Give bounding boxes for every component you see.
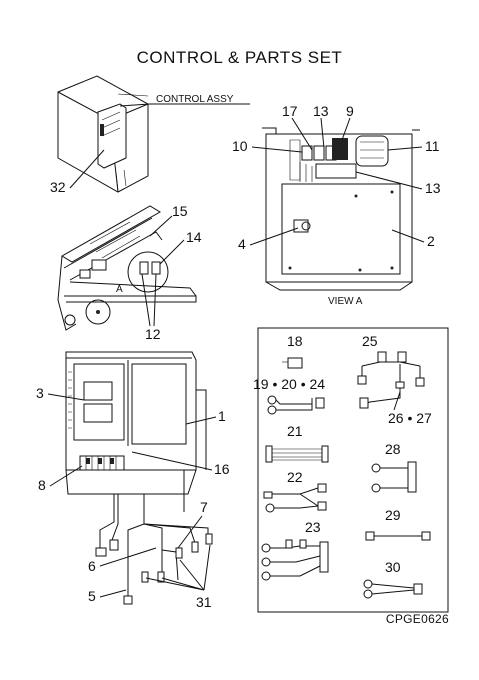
callout-29: 29 — [385, 507, 401, 523]
tilted-control-box — [57, 205, 197, 331]
callout-14: 14 — [186, 229, 202, 245]
callout-21: 21 — [287, 423, 303, 439]
view-a-label: VIEW A — [328, 296, 363, 307]
main-control-box — [65, 351, 213, 605]
callout-6: 6 — [88, 558, 96, 574]
callout-30: 30 — [385, 559, 401, 575]
control-assy-label: CONTROL ASSY — [156, 94, 234, 105]
callout-23: 23 — [305, 519, 321, 535]
callout-22: 22 — [287, 469, 303, 485]
parts-set-box — [257, 327, 449, 613]
callout-31: 31 — [196, 594, 212, 610]
callout-2: 2 — [427, 233, 435, 249]
callout-19-20-24: 19 • 20 • 24 — [253, 376, 325, 392]
callout-7: 7 — [200, 499, 208, 515]
callout-8: 8 — [38, 477, 46, 493]
view-a-panel — [262, 127, 420, 291]
callout-4: 4 — [238, 236, 246, 252]
cabinet-illustration — [57, 75, 149, 193]
callout-10: 10 — [232, 138, 248, 154]
callout-26-27: 26 • 27 — [388, 410, 432, 426]
callout-18: 18 — [287, 333, 303, 349]
page-title: CONTROL & PARTS SET — [136, 48, 343, 67]
callout-25: 25 — [362, 333, 378, 349]
callout-11: 11 — [425, 138, 440, 154]
callout-17: 17 — [282, 103, 298, 119]
callout-15: 15 — [172, 203, 188, 219]
view-marker-a: A — [116, 284, 123, 295]
callout-9: 9 — [346, 103, 354, 119]
callout-13-right: 13 — [425, 180, 441, 196]
callout-32: 32 — [50, 179, 66, 195]
callout-1: 1 — [218, 408, 226, 424]
callout-5: 5 — [88, 588, 96, 604]
callout-3: 3 — [36, 385, 44, 401]
callout-28: 28 — [385, 441, 401, 457]
callout-12: 12 — [145, 326, 161, 342]
drawing-code: CPGE0626 — [385, 612, 449, 626]
callout-16: 16 — [214, 461, 230, 477]
callout-13-top: 13 — [313, 103, 329, 119]
